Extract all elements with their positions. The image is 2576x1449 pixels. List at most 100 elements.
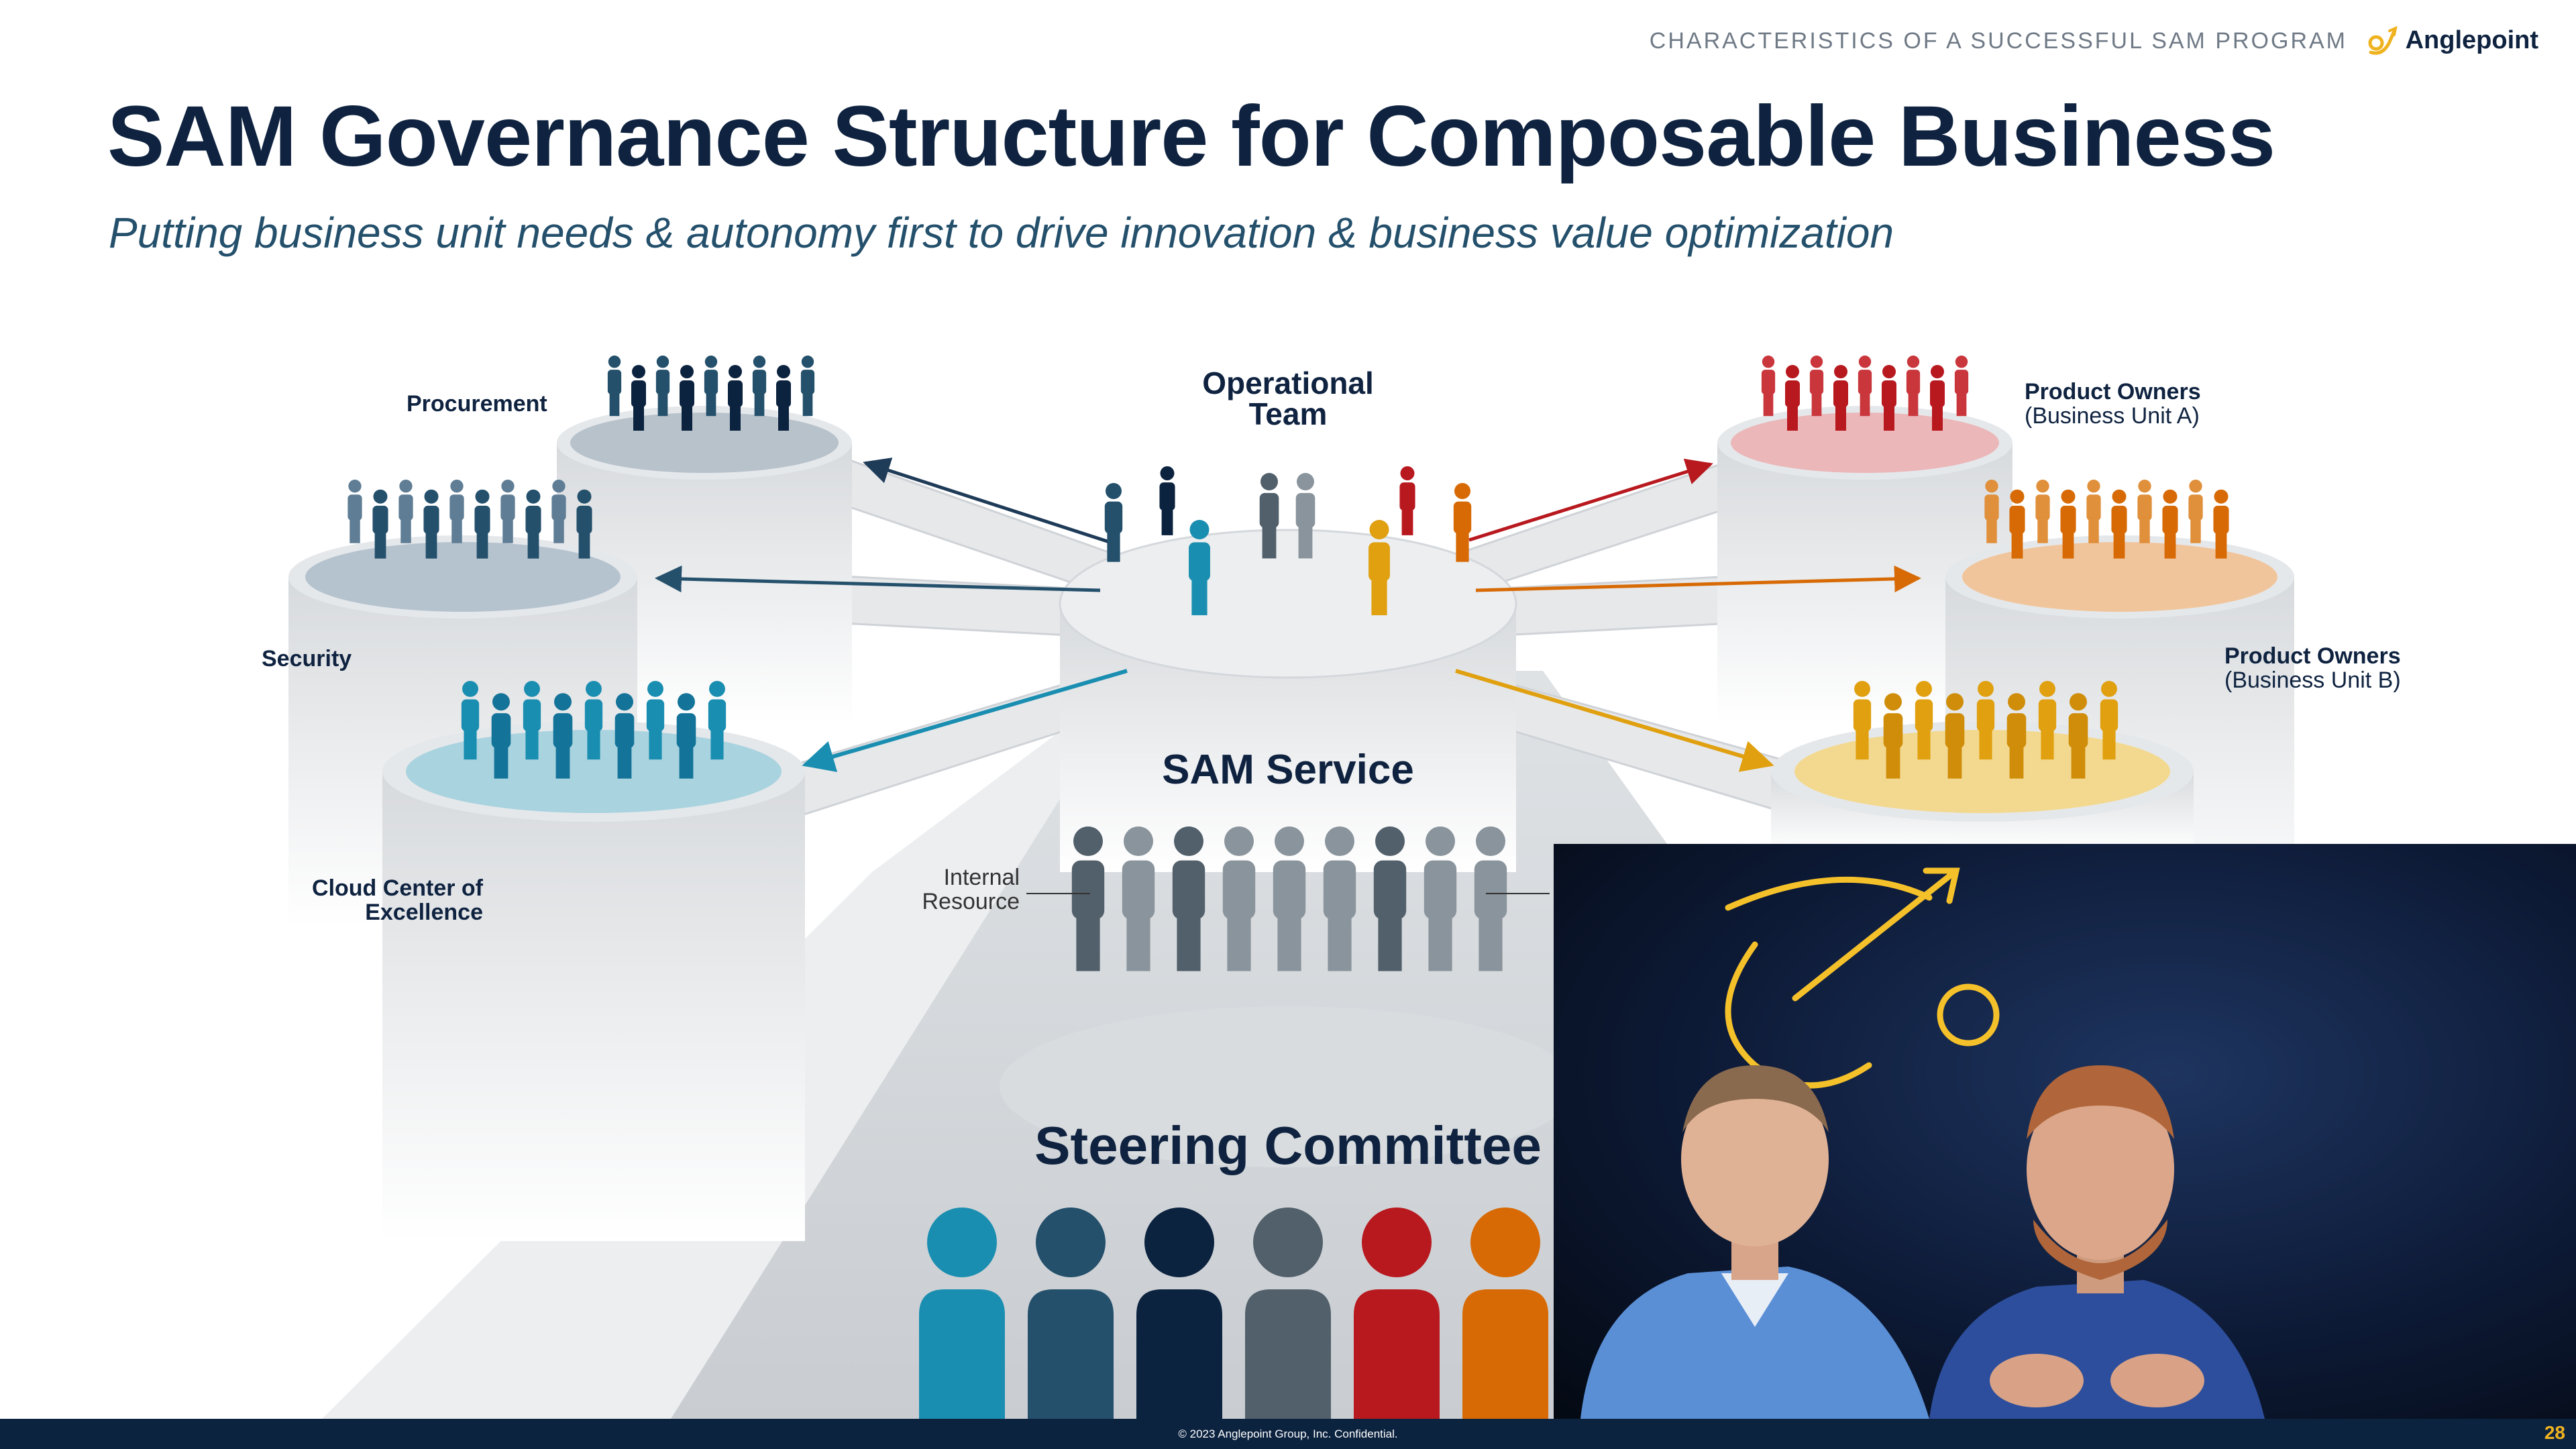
po-c-person-icon [1883,693,1903,779]
internal-resource-label: Internal Resource [892,865,1020,914]
po-a-person-icon [1761,356,1776,417]
security-person-icon [372,489,388,559]
po-a-person-icon [1858,356,1872,417]
operational-person-icon [1189,520,1210,616]
operational-team-line1: Operational [1202,366,1374,400]
security-person-icon [500,480,515,543]
cloud-person-icon [461,680,480,760]
cloud-line1: Cloud Center of [312,875,483,901]
operational-person-icon [1104,483,1123,562]
cloud-person-icon [614,693,635,779]
cloud-person-icon [708,680,727,760]
po-b-person-icon [2162,489,2178,559]
arrow-to-po-c [1455,669,1774,772]
cloud-person-icon [553,693,573,779]
po-a-person-icon [1954,356,1969,417]
committee-person-icon [1136,1208,1222,1419]
po-a-person-icon [1906,356,1921,417]
po-a-person-icon [1809,356,1824,417]
service-person-icon [1474,826,1507,971]
procurement-person-icon [655,356,670,417]
po-c-person-icon [1945,693,1965,779]
po-c-person-icon [1853,680,1872,760]
operational-team-label: Operational Team [1154,368,1422,429]
service-person-icon [1071,826,1105,971]
committee-person-icon [1028,1208,1114,1419]
footer-bar [0,1419,2576,1449]
operational-person-icon [1259,473,1279,559]
internal-line1: Internal [943,865,1020,890]
procurement-person-icon [631,365,646,431]
po-a-title: Product Owners [2025,379,2201,405]
po-b-title: Product Owners [2224,643,2401,669]
procurement-person-icon [800,356,815,417]
video-scene [1580,867,2265,1419]
po-a-label: Product Owners (Business Unit A) [2025,380,2201,428]
operational-person-icon [1368,520,1390,616]
po-b-person-icon [2060,489,2076,559]
po-b-person-icon [2188,480,2203,543]
presenter-video[interactable] [1554,844,2576,1419]
presenter-left [1580,1065,1929,1419]
cloud-person-icon [676,693,696,779]
committee-person-icon [1354,1208,1440,1419]
people-layer [347,356,2229,1419]
cloud-person-icon [491,693,511,779]
service-person-icon [1273,826,1306,971]
service-person-icon [1424,826,1457,971]
arrow-to-po-b [1475,565,1921,592]
central-hub [1000,529,1576,1167]
committee-person-icon [919,1208,1005,1419]
cloud-person-icon [646,680,665,760]
brand-logo: Anglepoint [2364,20,2538,60]
po-b-person-icon [1984,480,1999,543]
po-a-unit: (Business Unit A) [2025,403,2200,429]
po-b-person-icon [2111,489,2127,559]
po-c-person-icon [2100,680,2118,760]
po-c-person-icon [2006,693,2027,779]
operational-person-icon [1399,466,1415,535]
procurement-person-icon [728,365,743,431]
po-b-person-icon [2009,489,2025,559]
procurement-person-icon [776,365,791,431]
presenter-right [1929,1065,2265,1419]
po-c-person-icon [2068,693,2088,779]
procurement-person-icon [704,356,718,417]
cloud-person-icon [523,680,541,760]
procurement-person-icon [680,365,694,431]
procurement-person-icon [607,356,622,417]
po-b-unit: (Business Unit B) [2224,667,2401,693]
po-a-person-icon [1882,365,1896,431]
po-c-person-icon [1976,680,1995,760]
page-number: 28 [2544,1422,2565,1443]
operational-team-line2: Team [1248,396,1328,431]
operational-person-icon [1295,473,1316,559]
po-a-person-icon [1930,365,1945,431]
security-person-icon [398,480,413,543]
internal-line2: Resource [922,889,1020,914]
po-b-person-icon [2213,489,2229,559]
service-person-icon [1172,826,1205,971]
po-c-person-icon [1915,680,1933,760]
committee-person-icon [1245,1208,1331,1419]
arrow-to-procurement [863,458,1114,545]
po-a-person-icon [1833,365,1848,431]
po-c-person-icon [2038,680,2057,760]
section-kicker: CHARACTERISTICS OF A SUCCESSFUL SAM PROG… [1649,28,2347,54]
service-person-icon [1323,826,1356,971]
cloud-coe-label: Cloud Center of Excellence [268,876,483,924]
column-po-c [1771,721,2194,852]
service-person-icon [1222,826,1256,971]
sam-service-label: SAM Service [1162,747,1414,793]
arrow-to-cloud [802,669,1128,772]
anglepoint-logo-icon [2368,25,2398,55]
steering-committee-label: Steering Committee [1034,1116,1542,1175]
cloud-person-icon [584,680,603,760]
po-b-label: Product Owners (Business Unit B) [2224,644,2401,692]
page-subtitle: Putting business unit needs & autonomy f… [109,209,1894,257]
security-person-icon [576,489,592,559]
copyright-text: © 2023 Anglepoint Group, Inc. Confidenti… [1178,1428,1398,1440]
security-person-icon [423,489,439,559]
committee-person-icon [1462,1208,1548,1419]
po-b-person-icon [2086,480,2101,543]
